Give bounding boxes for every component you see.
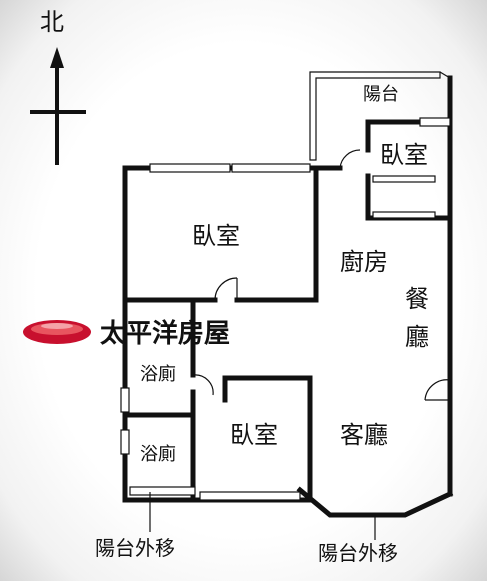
room-label-balcony-top: 陽台 (363, 84, 399, 105)
room-label-living: 客廳 (340, 421, 388, 449)
balcony-note-right: 陽台外移 (318, 515, 398, 565)
balcony-note-left: 陽台外移 (95, 492, 175, 560)
room-label-bedroom-s: 臥室 (230, 421, 278, 449)
room-label-dining-1: 餐 (405, 285, 429, 313)
brand-logo: 太平洋房屋 (23, 318, 230, 349)
doors (192, 149, 451, 401)
room-label-kitchen: 廚房 (340, 248, 388, 276)
room-label-dining-2: 廳 (405, 323, 429, 351)
note-balcony-right: 陽台外移 (318, 541, 398, 565)
room-label-bedroom-nw: 臥室 (192, 222, 240, 250)
note-balcony-left: 陽台外移 (95, 536, 175, 560)
brand-name: 太平洋房屋 (100, 318, 230, 349)
room-label-bedroom-ne: 臥室 (380, 141, 428, 169)
room-label-bath-2: 浴廁 (140, 443, 176, 465)
north-arrow-icon (30, 47, 86, 165)
north-label: 北 (40, 8, 64, 36)
outer-walls (122, 71, 454, 518)
brand-globe-icon (23, 320, 91, 344)
windows (120, 117, 451, 501)
room-label-bath-1: 浴廁 (140, 363, 176, 385)
